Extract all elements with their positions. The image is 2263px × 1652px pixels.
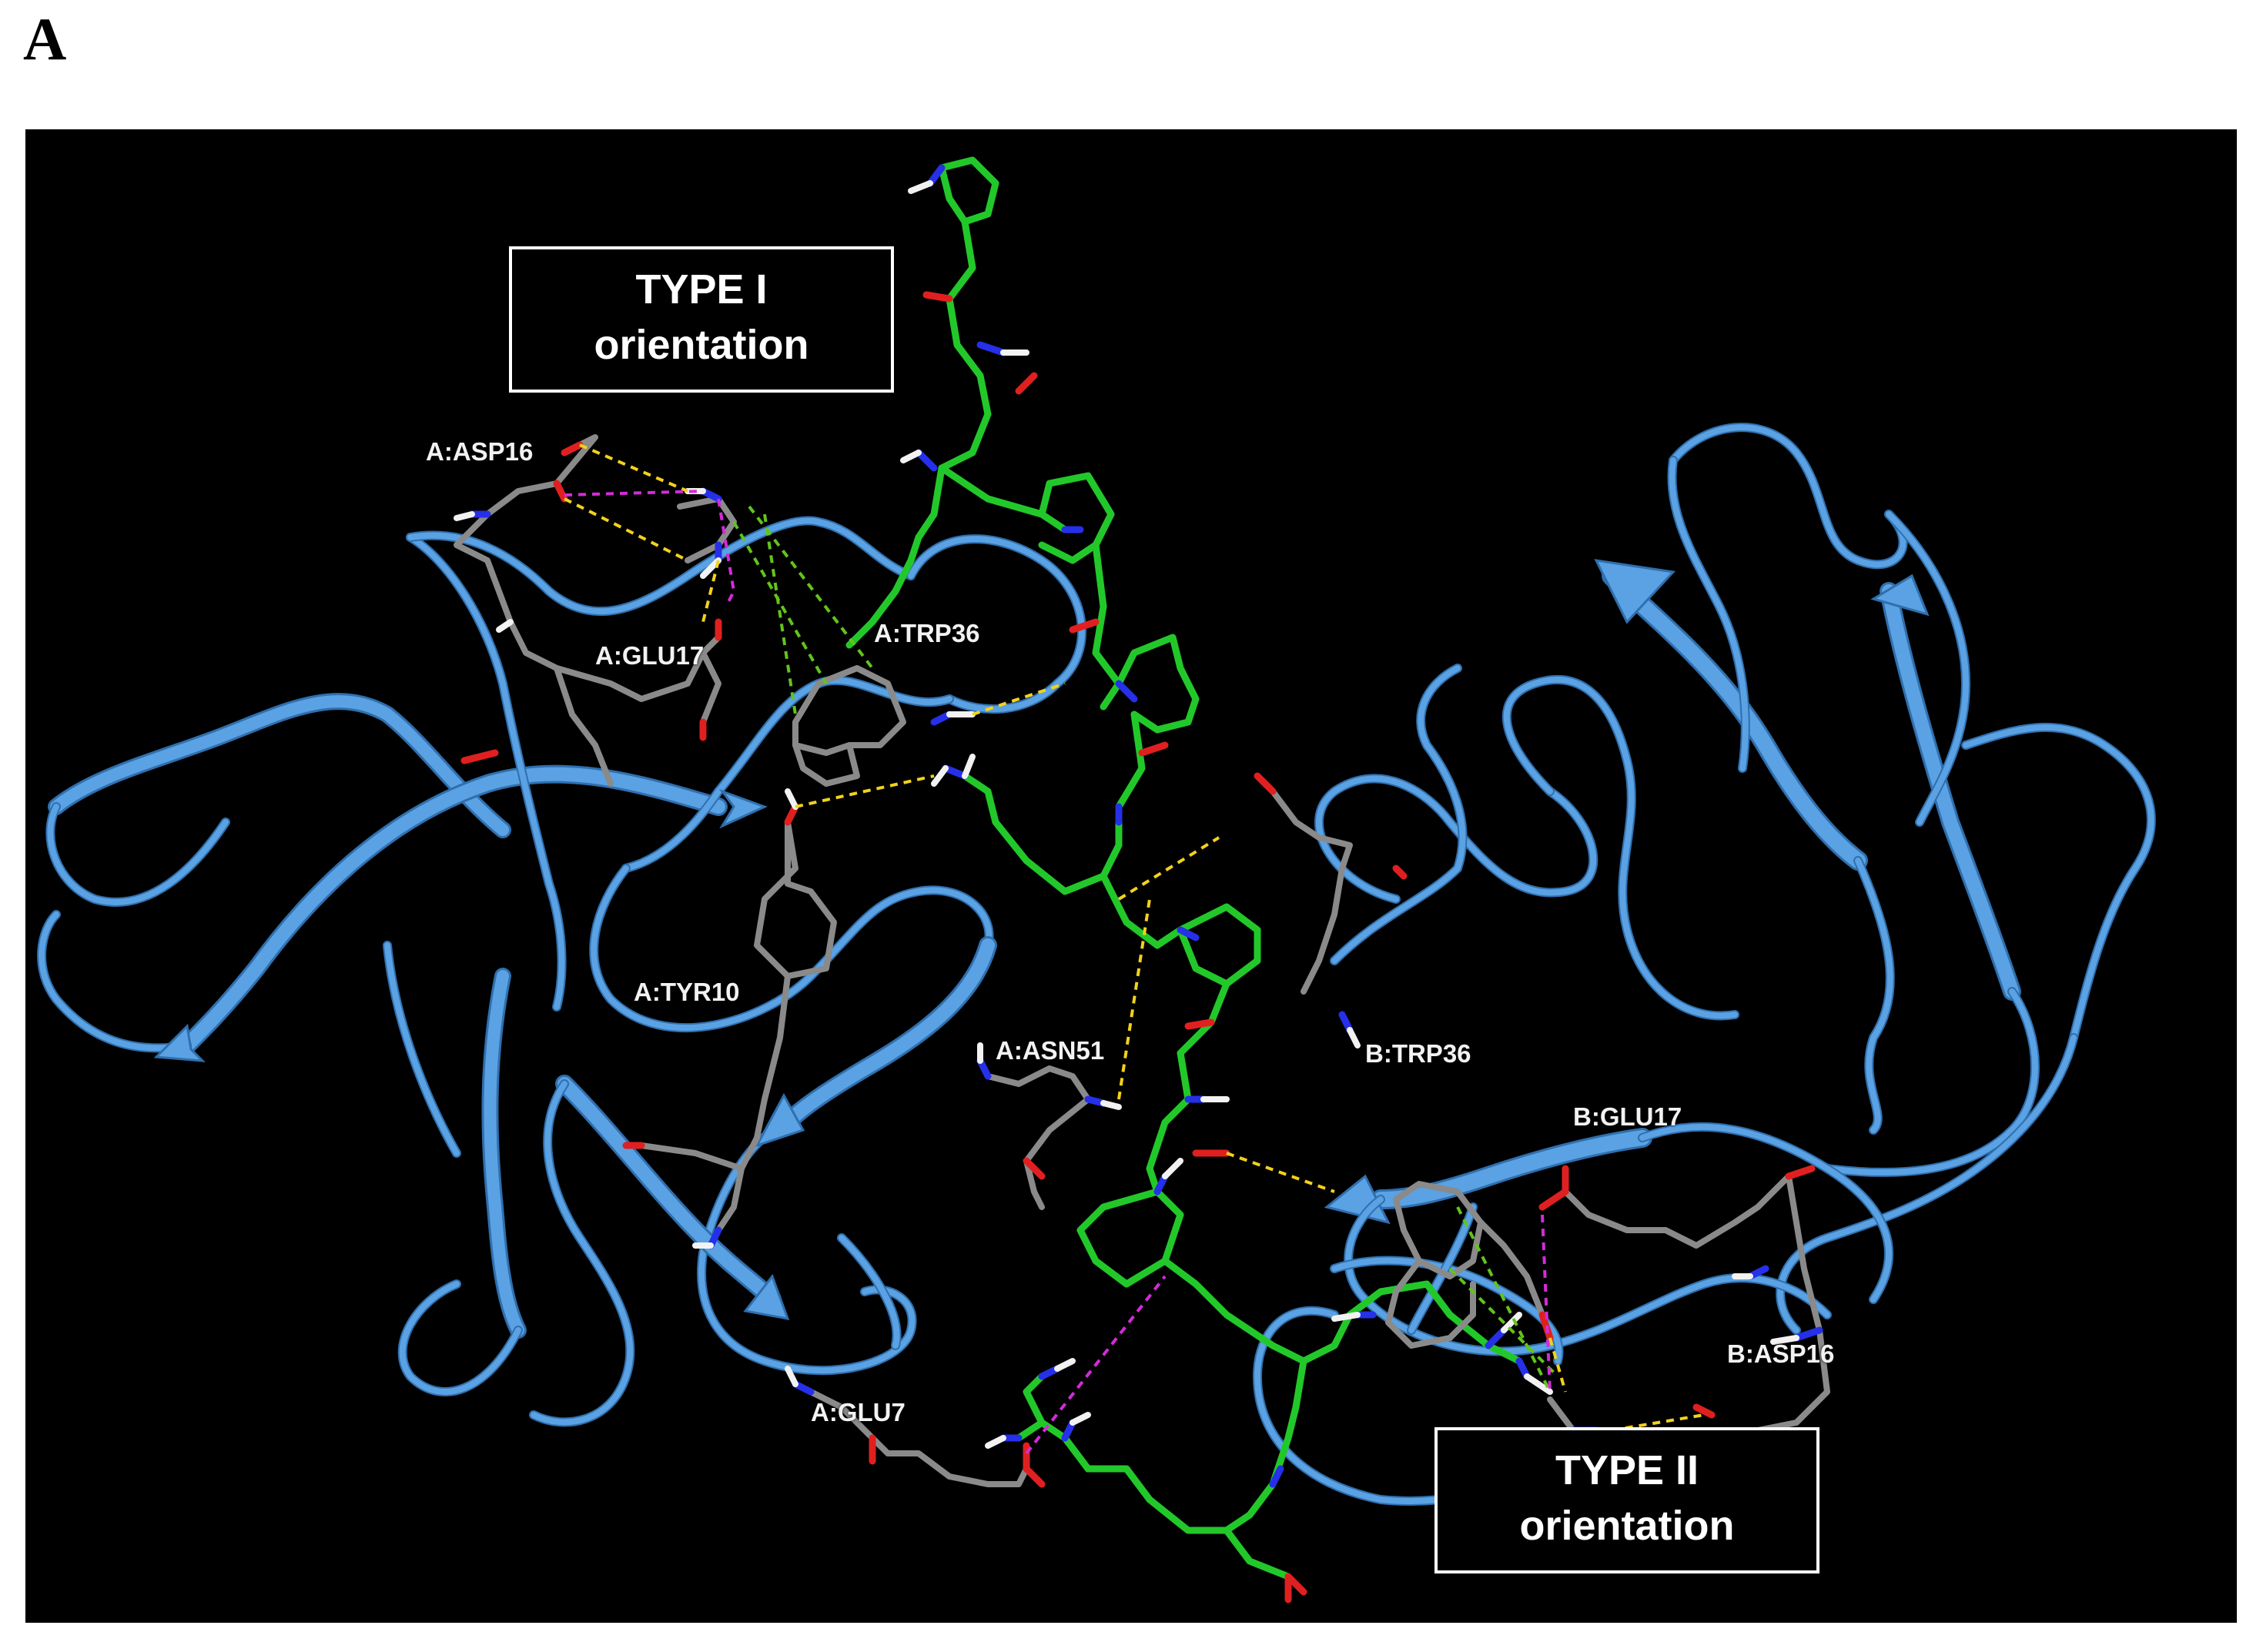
panel-label: A — [23, 5, 67, 72]
chain-b-ribbon — [1253, 423, 2156, 1506]
residue-label-a-glu7: A:GLU7 — [811, 1398, 906, 1426]
type-i-orientation-box: TYPE I orientation — [509, 246, 894, 393]
residue-label-a-trp36: A:TRP36 — [874, 619, 980, 647]
residue-label-b-glu17: B:GLU17 — [1573, 1102, 1682, 1131]
interactions — [564, 443, 1705, 1493]
type-ii-subtitle: orientation — [1519, 1503, 1735, 1549]
binding-residues — [454, 434, 1830, 1503]
type-i-subtitle: orientation — [594, 322, 809, 368]
residue-label-a-glu17: A:GLU17 — [595, 641, 705, 670]
residue-label-a-asn51: A:ASN51 — [996, 1036, 1105, 1065]
structure-drawing — [37, 156, 2156, 1604]
residue-label-b-trp36: B:TRP36 — [1365, 1039, 1471, 1068]
molecular-scene: TYPE I orientation TYPE II orientation A… — [25, 129, 2237, 1623]
type-ii-title: TYPE II — [1555, 1447, 1699, 1493]
residue-label-a-asp16: A:ASP16 — [426, 437, 534, 466]
type-i-title: TYPE I — [635, 266, 768, 313]
type-ii-orientation-box: TYPE II orientation — [1434, 1427, 1819, 1573]
residue-label-a-tyr10: A:TYR10 — [634, 978, 740, 1006]
chain-a-ribbon — [37, 516, 1086, 1427]
residue-label-b-asp16: B:ASP16 — [1727, 1339, 1835, 1368]
peptide-ligand — [845, 156, 1553, 1604]
